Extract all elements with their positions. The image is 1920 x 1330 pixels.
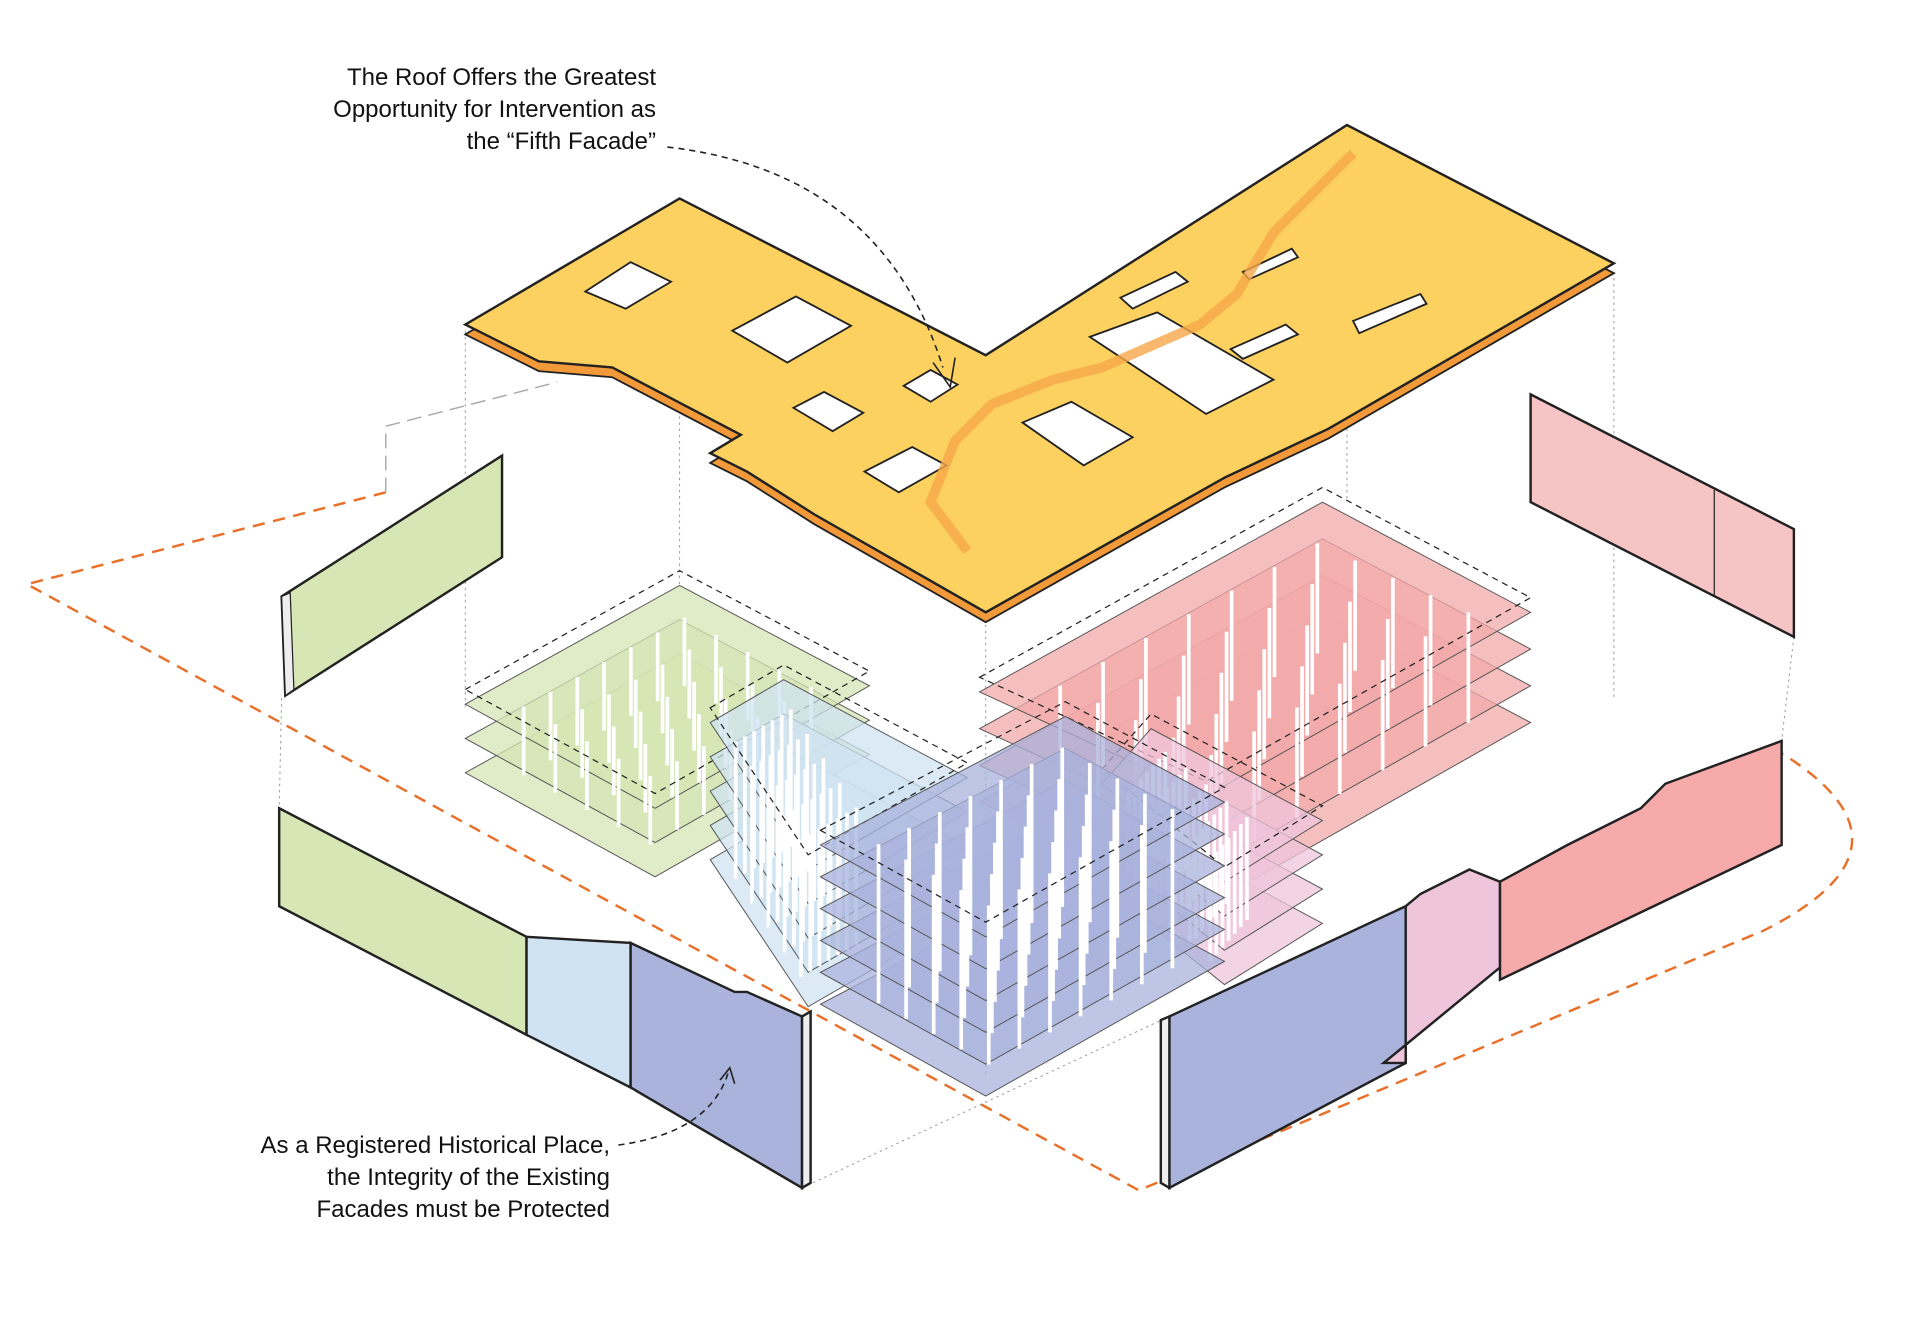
roof-annotation-line: The Roof Offers the Greatest xyxy=(346,64,656,91)
roof-outline-dashed xyxy=(384,381,558,493)
facade-annotation-line: As a Registered Historical Place, xyxy=(260,1132,610,1159)
purple-block-floor-slab xyxy=(819,715,1226,938)
facade-east-lower xyxy=(1159,739,1783,1190)
facade-annotation-line: Facades must be Protected xyxy=(316,1196,610,1223)
site-boundary xyxy=(23,491,1854,1192)
roof-annotation-line: Opportunity for Intervention as xyxy=(333,96,656,123)
red-block-outline xyxy=(978,486,1532,783)
roof-callout-arrow xyxy=(667,146,944,368)
roof-annotation: The Roof Offers the Greatest Opportunity… xyxy=(333,62,656,158)
facade-callout-arrow xyxy=(618,1071,730,1146)
roof-equipment xyxy=(925,149,1357,555)
facade-annotation-line: the Integrity of the Existing xyxy=(327,1164,610,1191)
pink-block-outline xyxy=(1101,713,1324,868)
facade-east-upper xyxy=(1529,392,1796,639)
roof-plate xyxy=(462,123,1617,624)
facade-west-lower xyxy=(277,806,812,1190)
roof-annotation-line: the “Fifth Facade” xyxy=(466,128,656,155)
facade-annotation: As a Registered Historical Place, the In… xyxy=(261,1130,610,1226)
purple-block-outline xyxy=(819,701,1226,923)
facade-west-upper xyxy=(280,453,504,698)
building-floor-blocks xyxy=(464,486,1532,1097)
roof-arrowhead-icon xyxy=(932,357,956,390)
blue-block-outline xyxy=(709,664,969,856)
facade-arrowhead-icon xyxy=(719,1066,736,1085)
